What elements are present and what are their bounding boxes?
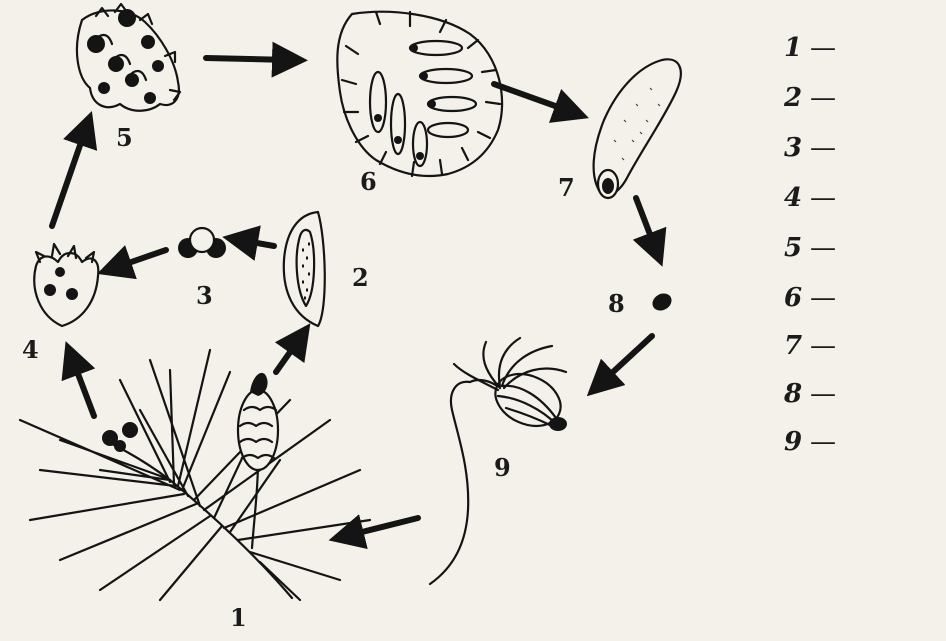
arrow-6-to-7 xyxy=(494,84,572,112)
answer-key-blank: — xyxy=(810,379,836,409)
answer-key-blank: — xyxy=(810,33,836,63)
young-cone-icon xyxy=(77,4,180,111)
stage-label-6: 6 xyxy=(360,167,377,196)
arrow-3-to-4 xyxy=(114,250,166,268)
answer-key-item: 7 — xyxy=(784,331,836,361)
ovule-scale-icon xyxy=(34,244,98,326)
arrow-1-to-4 xyxy=(72,358,94,416)
answer-key-number: 7 xyxy=(784,331,802,361)
arrow-9-to-1 xyxy=(346,518,418,536)
cycle-arrows xyxy=(52,58,656,536)
arrow-1-to-2 xyxy=(276,338,300,372)
answer-key-blank: — xyxy=(810,427,836,457)
mature-cone-icon xyxy=(337,12,502,176)
answer-key-item: 9 — xyxy=(784,427,836,457)
stage-label-3: 3 xyxy=(196,281,213,310)
answer-key-item: 6 — xyxy=(784,283,836,313)
answer-key-item: 3 — xyxy=(784,133,836,163)
stage-label-4: 4 xyxy=(22,335,39,364)
pollen-sac-icon xyxy=(284,212,325,326)
answer-key-item: 5 — xyxy=(784,233,836,263)
pollen-grain-icon xyxy=(178,228,226,258)
answer-key-blank: — xyxy=(810,331,836,361)
stage-label-1: 1 xyxy=(230,603,247,632)
answer-key-list: 1 — 2 — 3 — 4 — 5 — 6 — 7 — 8 — xyxy=(783,33,836,457)
answer-key-number: 3 xyxy=(784,133,802,163)
winged-seed-icon xyxy=(594,59,681,198)
answer-key-number: 1 xyxy=(784,33,802,63)
answer-key-number: 5 xyxy=(784,233,802,263)
arrow-2-to-3 xyxy=(240,240,274,246)
arrow-5-to-6 xyxy=(206,58,290,60)
seed-icon xyxy=(649,290,674,314)
answer-key-number: 8 xyxy=(783,379,802,409)
answer-key-number: 6 xyxy=(784,283,802,313)
arrow-8-to-9 xyxy=(600,336,652,384)
answer-key-item: 4 — xyxy=(784,183,836,213)
arrow-7-to-8 xyxy=(636,198,656,250)
answer-key-number: 2 xyxy=(783,83,802,113)
answer-key-number: 9 xyxy=(784,427,802,457)
stage-label-7: 7 xyxy=(558,173,575,202)
stage-label-5: 5 xyxy=(116,123,133,152)
answer-key-item: 8 — xyxy=(783,379,836,409)
answer-key-number: 4 xyxy=(784,183,802,213)
stage-label-9: 9 xyxy=(494,453,511,482)
arrow-4-to-5 xyxy=(52,128,86,226)
answer-key-blank: — xyxy=(810,233,836,263)
answer-key-blank: — xyxy=(810,133,836,163)
answer-key-blank: — xyxy=(810,83,836,113)
stage-label-2: 2 xyxy=(352,263,369,292)
answer-key-blank: — xyxy=(810,283,836,313)
answer-key-item: 1 — xyxy=(784,33,836,63)
stage-label-8: 8 xyxy=(608,289,625,318)
pine-branch-icon xyxy=(20,350,370,600)
answer-key-blank: — xyxy=(810,183,836,213)
answer-key-item: 2 — xyxy=(783,83,836,113)
